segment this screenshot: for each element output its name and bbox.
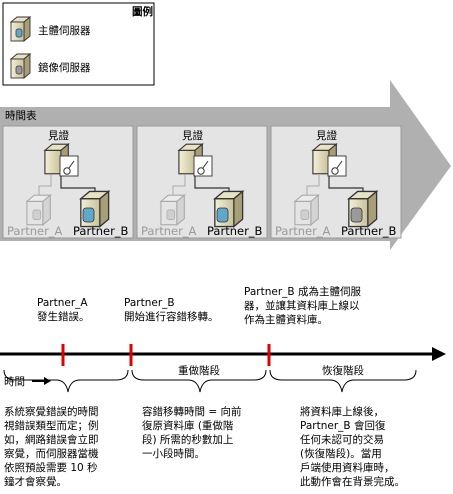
phase-redo-label: 重做階段 xyxy=(178,364,220,377)
partner-a-server-icon xyxy=(160,194,185,226)
timeline-label: 時間表 xyxy=(5,109,37,122)
timeline-panels: 見證 Partner_A Partner_B 見證 Partner_A Partner_B… xyxy=(2,125,402,239)
event-b-principal: Partner_B 成為主體伺服器，並讓其資料庫上線以作為主體資料庫。 xyxy=(244,285,361,326)
time-axis: 重做階段 恢復階段 時間 xyxy=(0,344,446,388)
timeline-panel: 見證 Partner_A Partner_B xyxy=(136,125,268,239)
partner-a-label: Partner_A xyxy=(141,224,197,238)
partner-b-label: Partner_B xyxy=(207,224,263,238)
braces xyxy=(3,369,417,393)
brace-redo xyxy=(131,369,267,393)
witness-label: 見證 xyxy=(182,129,203,142)
mirror-server-icon xyxy=(10,53,31,79)
witness-link-a xyxy=(306,175,320,196)
time-arrow-icon xyxy=(32,377,51,385)
partner-b-label: Partner_B xyxy=(73,224,129,238)
witness-label: 見證 xyxy=(316,129,337,142)
partner-a-label: Partner_A xyxy=(275,224,331,238)
partner-b-server-icon xyxy=(348,190,378,228)
brace-undo xyxy=(269,369,417,393)
partner-b-label: Partner_B xyxy=(341,224,397,238)
phase-undo-label: 恢復階段 xyxy=(322,364,364,377)
legend-mirror-label: 鏡像伺服器 xyxy=(38,61,91,74)
partner-a-server-icon xyxy=(294,194,319,226)
notes: 系統察覺錯誤的時間視錯誤類型而定；例如，網路錯誤會立即察覺，而伺服器當機依照預設… xyxy=(4,405,405,488)
partner-a-server-icon xyxy=(26,194,51,226)
brace-detection xyxy=(3,369,129,393)
witness-label: 見證 xyxy=(48,129,69,142)
witness-server-icon xyxy=(44,143,79,177)
witness-server-icon xyxy=(178,143,213,177)
note-failover-time: 容錯移轉時間 = 向前復原資料庫 (重做階段) 所需的秒數加上一小段時間。 xyxy=(142,405,241,460)
witness-link-a xyxy=(172,175,186,196)
partner-a-label: Partner_A xyxy=(7,224,63,238)
witness-link-a xyxy=(38,175,52,196)
partner-b-server-icon xyxy=(214,190,244,228)
timeline-panel: 見證 Partner_A Partner_B xyxy=(270,125,402,239)
witness-server-icon xyxy=(312,143,347,177)
legend: 圖例 主體伺服器 鏡像伺服器 xyxy=(2,2,155,86)
legend-principal-label: 主體伺服器 xyxy=(38,24,91,37)
note-detection-time: 系統察覺錯誤的時間視錯誤類型而定；例如，網路錯誤會立即察覺，而伺服器當機依照預設… xyxy=(4,405,99,488)
partner-b-server-icon xyxy=(80,190,110,228)
note-undo-phase: 將資料庫上線後，Partner_B 會回復任何未認可的交易(恢復階段)。當用戶端… xyxy=(300,405,405,488)
time-axis-arrowhead xyxy=(432,347,446,361)
legend-title: 圖例 xyxy=(132,5,153,18)
principal-server-icon xyxy=(10,16,31,42)
timeline-panel: 見證 Partner_A Partner_B xyxy=(2,125,134,239)
